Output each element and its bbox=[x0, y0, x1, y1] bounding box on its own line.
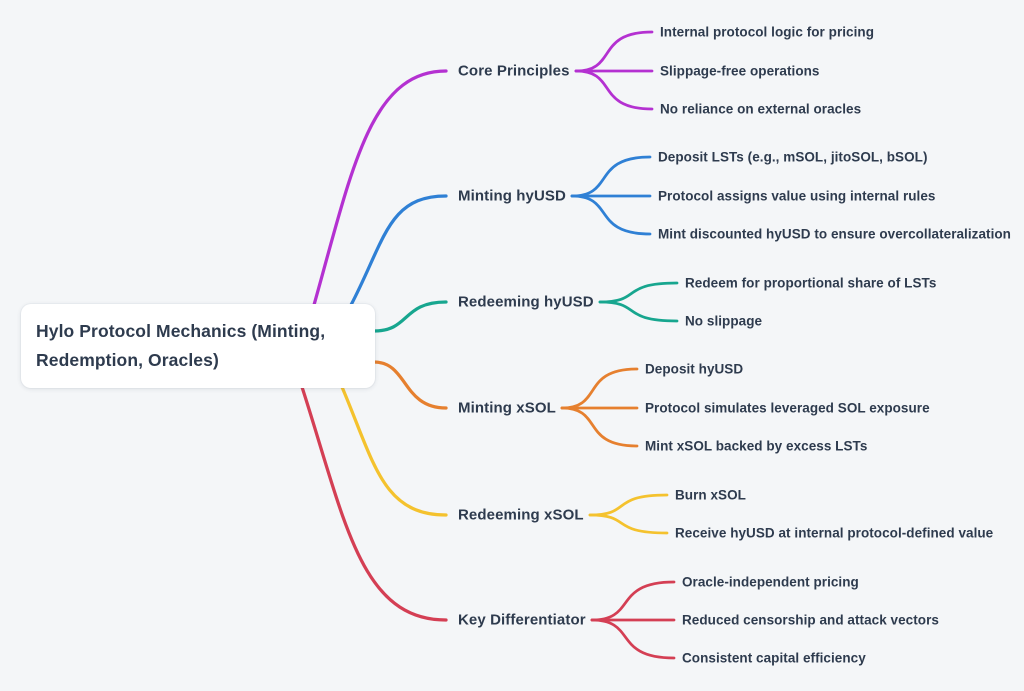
mindmap-link bbox=[598, 300, 679, 323]
branch-label-key-differentiator[interactable]: Key Differentiator bbox=[458, 611, 586, 629]
branch-label-minting-hyusd[interactable]: Minting hyUSD bbox=[458, 187, 566, 205]
mindmap-link bbox=[349, 194, 448, 307]
mindmap-link bbox=[340, 385, 448, 517]
child-label-slippage-free-operations[interactable]: Slippage-free operations bbox=[660, 63, 820, 79]
child-label-no-reliance-on-external-oracles[interactable]: No reliance on external oracles bbox=[660, 101, 862, 117]
child-label-receive-hyusd-at-internal-protocol-defined-value[interactable]: Receive hyUSD at internal protocol-defin… bbox=[675, 525, 994, 541]
mindmap-link bbox=[300, 385, 448, 622]
child-label-deposit-hyusd[interactable]: Deposit hyUSD bbox=[645, 361, 744, 377]
child-label-reduced-censorship-and-attack-vectors[interactable]: Reduced censorship and attack vectors bbox=[682, 612, 939, 628]
mindmap-link bbox=[588, 493, 669, 517]
mindmap-link bbox=[570, 194, 652, 236]
child-label-consistent-capital-efficiency[interactable]: Consistent capital efficiency bbox=[682, 650, 866, 666]
child-label-protocol-assigns-value-using-internal-rules[interactable]: Protocol assigns value using internal ru… bbox=[658, 188, 936, 204]
child-label-mint-discounted-hyusd-to-ensure-overcollateralization[interactable]: Mint discounted hyUSD to ensure overcoll… bbox=[658, 226, 1011, 242]
mindmap-link bbox=[590, 618, 676, 660]
mindmap-link bbox=[372, 360, 448, 410]
mindmap-link bbox=[574, 69, 654, 111]
child-label-redeem-for-proportional-share-of-lsts[interactable]: Redeem for proportional share of LSTs bbox=[685, 275, 937, 291]
child-label-no-slippage[interactable]: No slippage bbox=[685, 313, 763, 329]
child-label-oracle-independent-pricing[interactable]: Oracle-independent pricing bbox=[682, 574, 859, 590]
mindmap-link bbox=[560, 406, 639, 448]
child-label-burn-xsol[interactable]: Burn xSOL bbox=[675, 487, 746, 503]
root-node[interactable]: Hylo Protocol Mechanics (Minting, Redemp… bbox=[21, 304, 375, 388]
branch-label-core-principles[interactable]: Core Principles bbox=[458, 62, 570, 80]
mindmap-link bbox=[598, 281, 679, 304]
child-label-protocol-simulates-leveraged-sol-exposure[interactable]: Protocol simulates leveraged SOL exposur… bbox=[645, 400, 930, 416]
mindmap-link bbox=[590, 580, 676, 622]
root-node-label: Hylo Protocol Mechanics (Minting, Redemp… bbox=[36, 321, 326, 370]
mindmap-link bbox=[588, 513, 669, 535]
branch-label-redeeming-xsol[interactable]: Redeeming xSOL bbox=[458, 506, 584, 524]
child-label-internal-protocol-logic-for-pricing[interactable]: Internal protocol logic for pricing bbox=[660, 24, 875, 40]
branch-label-minting-xsol[interactable]: Minting xSOL bbox=[458, 399, 556, 417]
mindmap-link bbox=[312, 69, 448, 307]
mindmap-link bbox=[372, 300, 448, 333]
branch-label-redeeming-hyusd[interactable]: Redeeming hyUSD bbox=[458, 293, 594, 311]
child-label-deposit-lsts-e-g-msol-jitosol-bsol[interactable]: Deposit LSTs (e.g., mSOL, jitoSOL, bSOL) bbox=[658, 149, 928, 165]
mindmap-link bbox=[574, 30, 654, 73]
mindmap-link bbox=[570, 155, 652, 198]
mindmap-link bbox=[560, 367, 639, 410]
child-label-mint-xsol-backed-by-excess-lsts[interactable]: Mint xSOL backed by excess LSTs bbox=[645, 438, 868, 454]
